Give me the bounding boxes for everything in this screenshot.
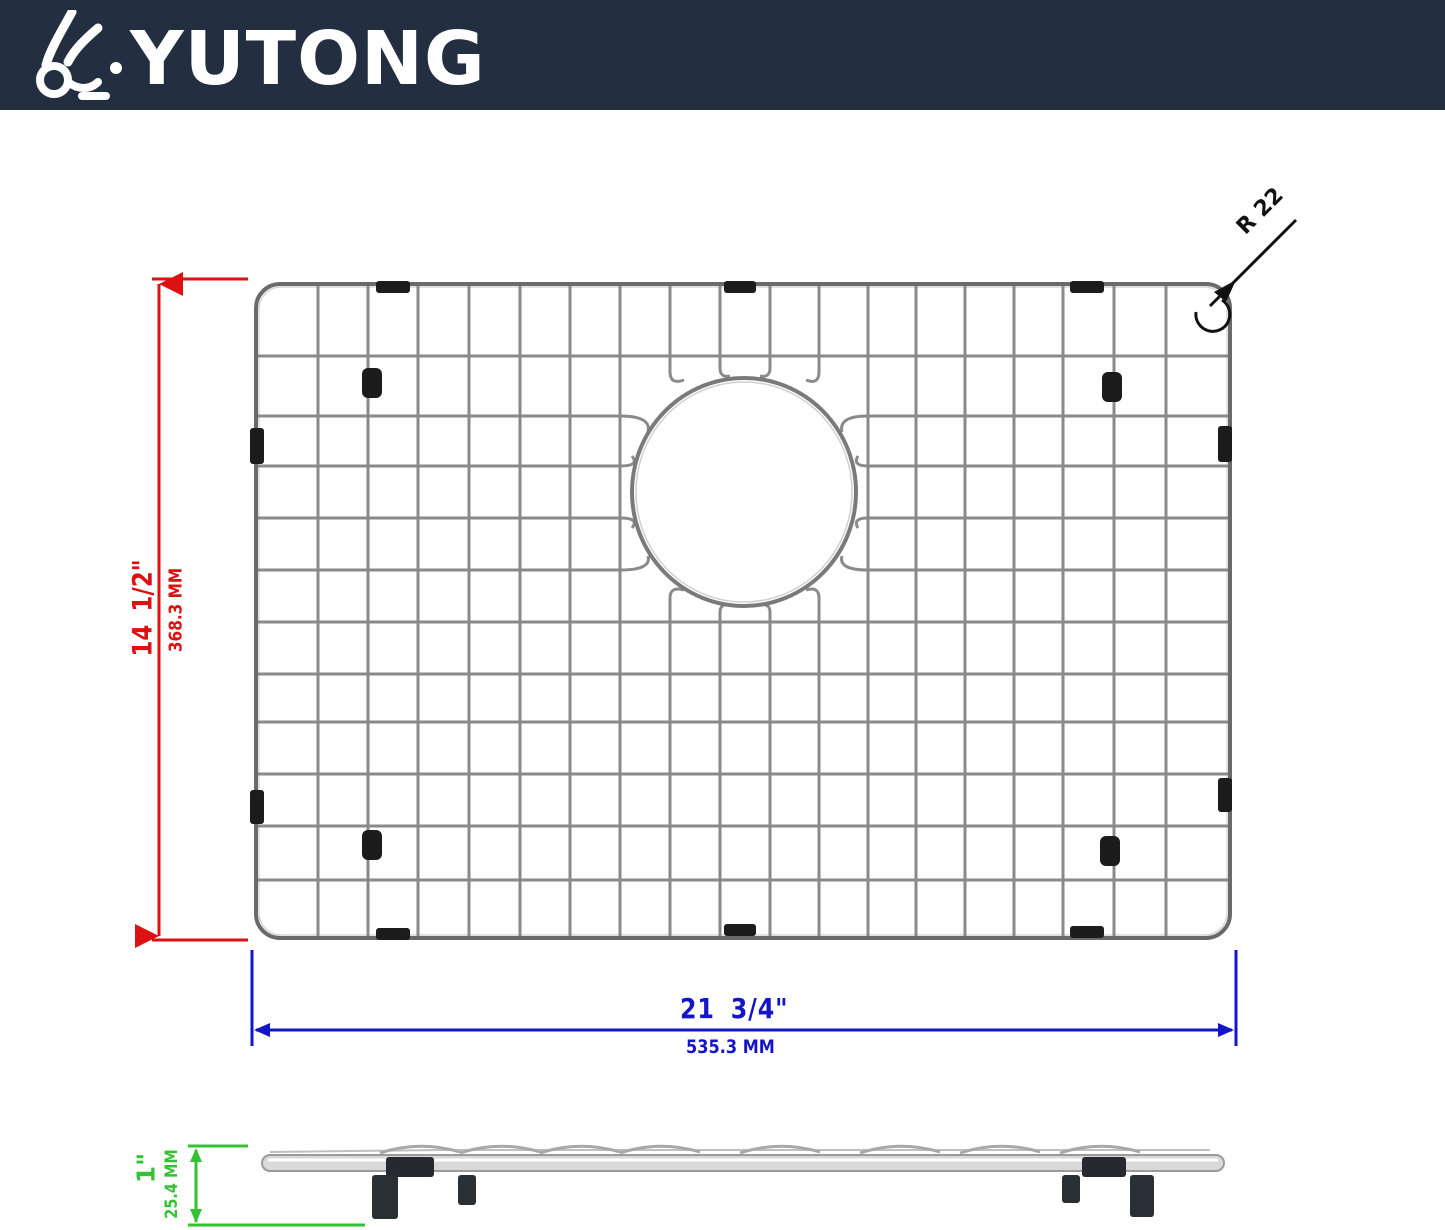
side-profile: [261, 1144, 1225, 1219]
brand-name: YUTONG: [130, 16, 486, 102]
height-mm-label: 368.3 MM: [165, 567, 187, 653]
product-diagram: [135, 218, 1298, 1227]
rabbit-logo-icon: [36, 10, 122, 100]
height-inches-label: 14 1/2": [127, 559, 159, 657]
width-mm-label: 535.3 MM: [686, 1036, 775, 1058]
sink-grid: [254, 282, 1232, 940]
depth-mm-label: 25.4 MM: [162, 1149, 182, 1219]
depth-inches-label: 1": [131, 1152, 161, 1184]
height-dimension: [135, 272, 248, 948]
width-dimension: [250, 950, 1238, 1046]
rubber-bumpers: [250, 281, 1232, 940]
width-inches-label: 21 3/4": [680, 992, 789, 1025]
brand-header: YUTONG: [0, 0, 1445, 110]
